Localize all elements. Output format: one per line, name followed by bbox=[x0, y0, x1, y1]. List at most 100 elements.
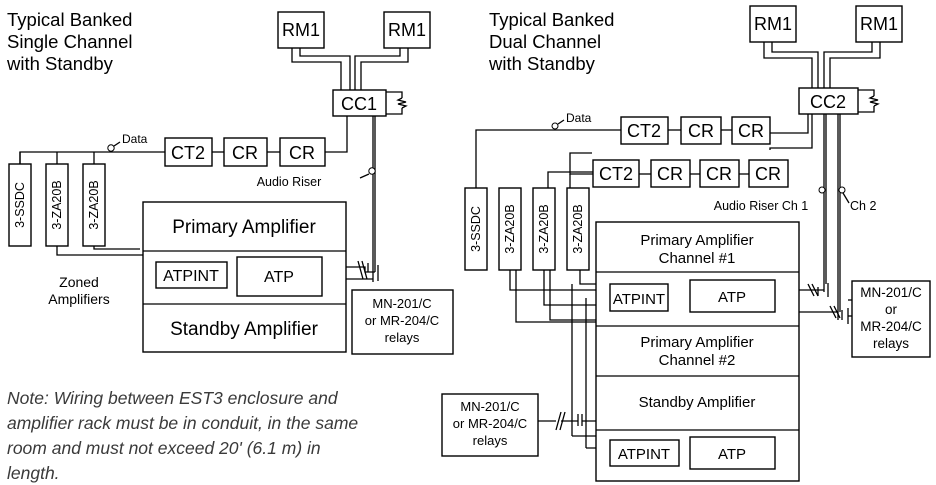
right-components: RM1 RM1 CC2 CT2 CR CR CT2 CR CR CR Data … bbox=[441, 5, 931, 482]
svg-text:3-ZA20B: 3-ZA20B bbox=[503, 204, 517, 253]
svg-text:Ch 2: Ch 2 bbox=[850, 199, 876, 213]
svg-text:CR: CR bbox=[289, 143, 315, 163]
svg-text:or: or bbox=[885, 302, 898, 317]
cr-box bbox=[748, 159, 789, 188]
relay-box bbox=[851, 280, 931, 358]
svg-text:MN-201/C: MN-201/C bbox=[860, 285, 922, 300]
svg-text:or MR-204/C: or MR-204/C bbox=[453, 416, 527, 431]
svg-text:CT2: CT2 bbox=[171, 143, 205, 163]
svg-text:relays: relays bbox=[385, 330, 420, 345]
svg-text:CC2: CC2 bbox=[810, 92, 846, 112]
cr-box bbox=[650, 159, 691, 188]
atp-box bbox=[236, 256, 323, 297]
cr-box bbox=[731, 116, 771, 145]
svg-text:CR: CR bbox=[657, 164, 683, 184]
za20b-card bbox=[82, 163, 106, 247]
svg-text:CR: CR bbox=[755, 164, 781, 184]
svg-text:relays: relays bbox=[873, 336, 909, 351]
cc2-box bbox=[798, 87, 859, 115]
ssdc-card bbox=[464, 187, 488, 271]
ssdc-card bbox=[8, 163, 32, 247]
svg-text:ATP: ATP bbox=[264, 269, 294, 286]
za20b-card bbox=[45, 163, 69, 247]
atpint-box bbox=[155, 261, 228, 289]
atpint-box bbox=[609, 283, 669, 312]
svg-text:amplifier rack must be in cond: amplifier rack must be in conduit, in th… bbox=[7, 413, 358, 433]
svg-text:CT2: CT2 bbox=[599, 164, 633, 184]
svg-text:Zoned: Zoned bbox=[59, 274, 99, 290]
svg-text:3-ZA20B: 3-ZA20B bbox=[537, 204, 551, 253]
svg-text:length.: length. bbox=[7, 463, 60, 483]
left-components: RM1 RM1 CC1 CT2 CR CR Data 3-SSDC 3-ZA20… bbox=[8, 11, 454, 355]
svg-text:RM1: RM1 bbox=[754, 14, 792, 34]
svg-text:Single Channel: Single Channel bbox=[7, 31, 132, 52]
svg-text:Standby Amplifier: Standby Amplifier bbox=[639, 394, 756, 411]
svg-text:Data: Data bbox=[122, 132, 148, 146]
svg-text:Audio Riser: Audio Riser bbox=[257, 175, 322, 189]
svg-text:3-SSDC: 3-SSDC bbox=[13, 182, 27, 228]
svg-text:Dual Channel: Dual Channel bbox=[489, 31, 601, 52]
svg-text:RM1: RM1 bbox=[860, 14, 898, 34]
atpint-box bbox=[609, 439, 680, 467]
svg-text:with Standby: with Standby bbox=[488, 53, 596, 74]
za20b-card bbox=[498, 187, 522, 271]
rm1-box bbox=[855, 5, 903, 43]
svg-text:Note: Wiring between EST3 encl: Note: Wiring between EST3 enclosure and bbox=[7, 388, 339, 408]
relay-box bbox=[351, 289, 454, 355]
svg-text:CC1: CC1 bbox=[341, 94, 377, 114]
svg-text:3-ZA20B: 3-ZA20B bbox=[571, 204, 585, 253]
left-title: Typical Banked Single Channel with Stand… bbox=[6, 9, 132, 74]
ct2-box bbox=[592, 159, 640, 188]
svg-text:room and must not exceed 20' (: room and must not exceed 20' (6.1 m) in bbox=[7, 438, 321, 458]
svg-text:Primary Amplifier: Primary Amplifier bbox=[640, 334, 753, 351]
svg-text:Typical Banked: Typical Banked bbox=[489, 9, 614, 30]
svg-text:Channel #2: Channel #2 bbox=[659, 352, 736, 369]
svg-text:ATPINT: ATPINT bbox=[613, 291, 665, 308]
ct2-box bbox=[164, 137, 213, 167]
svg-text:or MR-204/C: or MR-204/C bbox=[365, 313, 439, 328]
svg-text:Data: Data bbox=[566, 111, 592, 125]
svg-text:MN-201/C: MN-201/C bbox=[460, 399, 519, 414]
svg-text:RM1: RM1 bbox=[282, 20, 320, 40]
za20b-card bbox=[532, 187, 556, 271]
svg-text:RM1: RM1 bbox=[388, 20, 426, 40]
svg-text:Amplifiers: Amplifiers bbox=[48, 291, 109, 307]
svg-text:Standby Amplifier: Standby Amplifier bbox=[170, 319, 319, 340]
svg-text:ATP: ATP bbox=[718, 289, 746, 306]
cc1-box bbox=[332, 89, 387, 117]
svg-text:ATP: ATP bbox=[718, 446, 746, 463]
svg-text:Typical Banked: Typical Banked bbox=[7, 9, 132, 30]
atp-box bbox=[689, 279, 776, 313]
za20b-card bbox=[566, 187, 590, 271]
svg-text:3-ZA20B: 3-ZA20B bbox=[50, 180, 64, 229]
svg-text:ATPINT: ATPINT bbox=[163, 268, 219, 285]
rm1-box bbox=[277, 11, 325, 49]
svg-text:Channel #1: Channel #1 bbox=[659, 250, 736, 267]
wiring-note: Note: Wiring between EST3 enclosure and … bbox=[7, 388, 358, 483]
svg-text:Primary Amplifier: Primary Amplifier bbox=[172, 217, 316, 238]
svg-text:CR: CR bbox=[738, 121, 764, 141]
svg-text:3-ZA20B: 3-ZA20B bbox=[87, 180, 101, 229]
svg-text:Audio Riser Ch 1: Audio Riser Ch 1 bbox=[714, 199, 809, 213]
svg-text:relays: relays bbox=[473, 433, 508, 448]
svg-text:MR-204/C: MR-204/C bbox=[860, 319, 922, 334]
rm1-box bbox=[749, 5, 797, 43]
ct2-box bbox=[620, 116, 669, 145]
svg-text:CR: CR bbox=[232, 143, 258, 163]
svg-text:with Standby: with Standby bbox=[6, 53, 114, 74]
svg-text:CR: CR bbox=[688, 121, 714, 141]
atp-box bbox=[689, 436, 776, 470]
relay-box bbox=[441, 393, 539, 457]
svg-text:ATPINT: ATPINT bbox=[618, 446, 670, 463]
svg-text:Primary Amplifier: Primary Amplifier bbox=[640, 232, 753, 249]
cr-box bbox=[279, 137, 326, 167]
rm1-box bbox=[383, 11, 431, 49]
svg-text:CR: CR bbox=[706, 164, 732, 184]
svg-text:CT2: CT2 bbox=[627, 121, 661, 141]
svg-text:3-SSDC: 3-SSDC bbox=[469, 206, 483, 252]
cr-box bbox=[680, 116, 722, 145]
cr-box bbox=[223, 137, 268, 167]
svg-text:MN-201/C: MN-201/C bbox=[372, 296, 431, 311]
cr-box bbox=[699, 159, 740, 188]
